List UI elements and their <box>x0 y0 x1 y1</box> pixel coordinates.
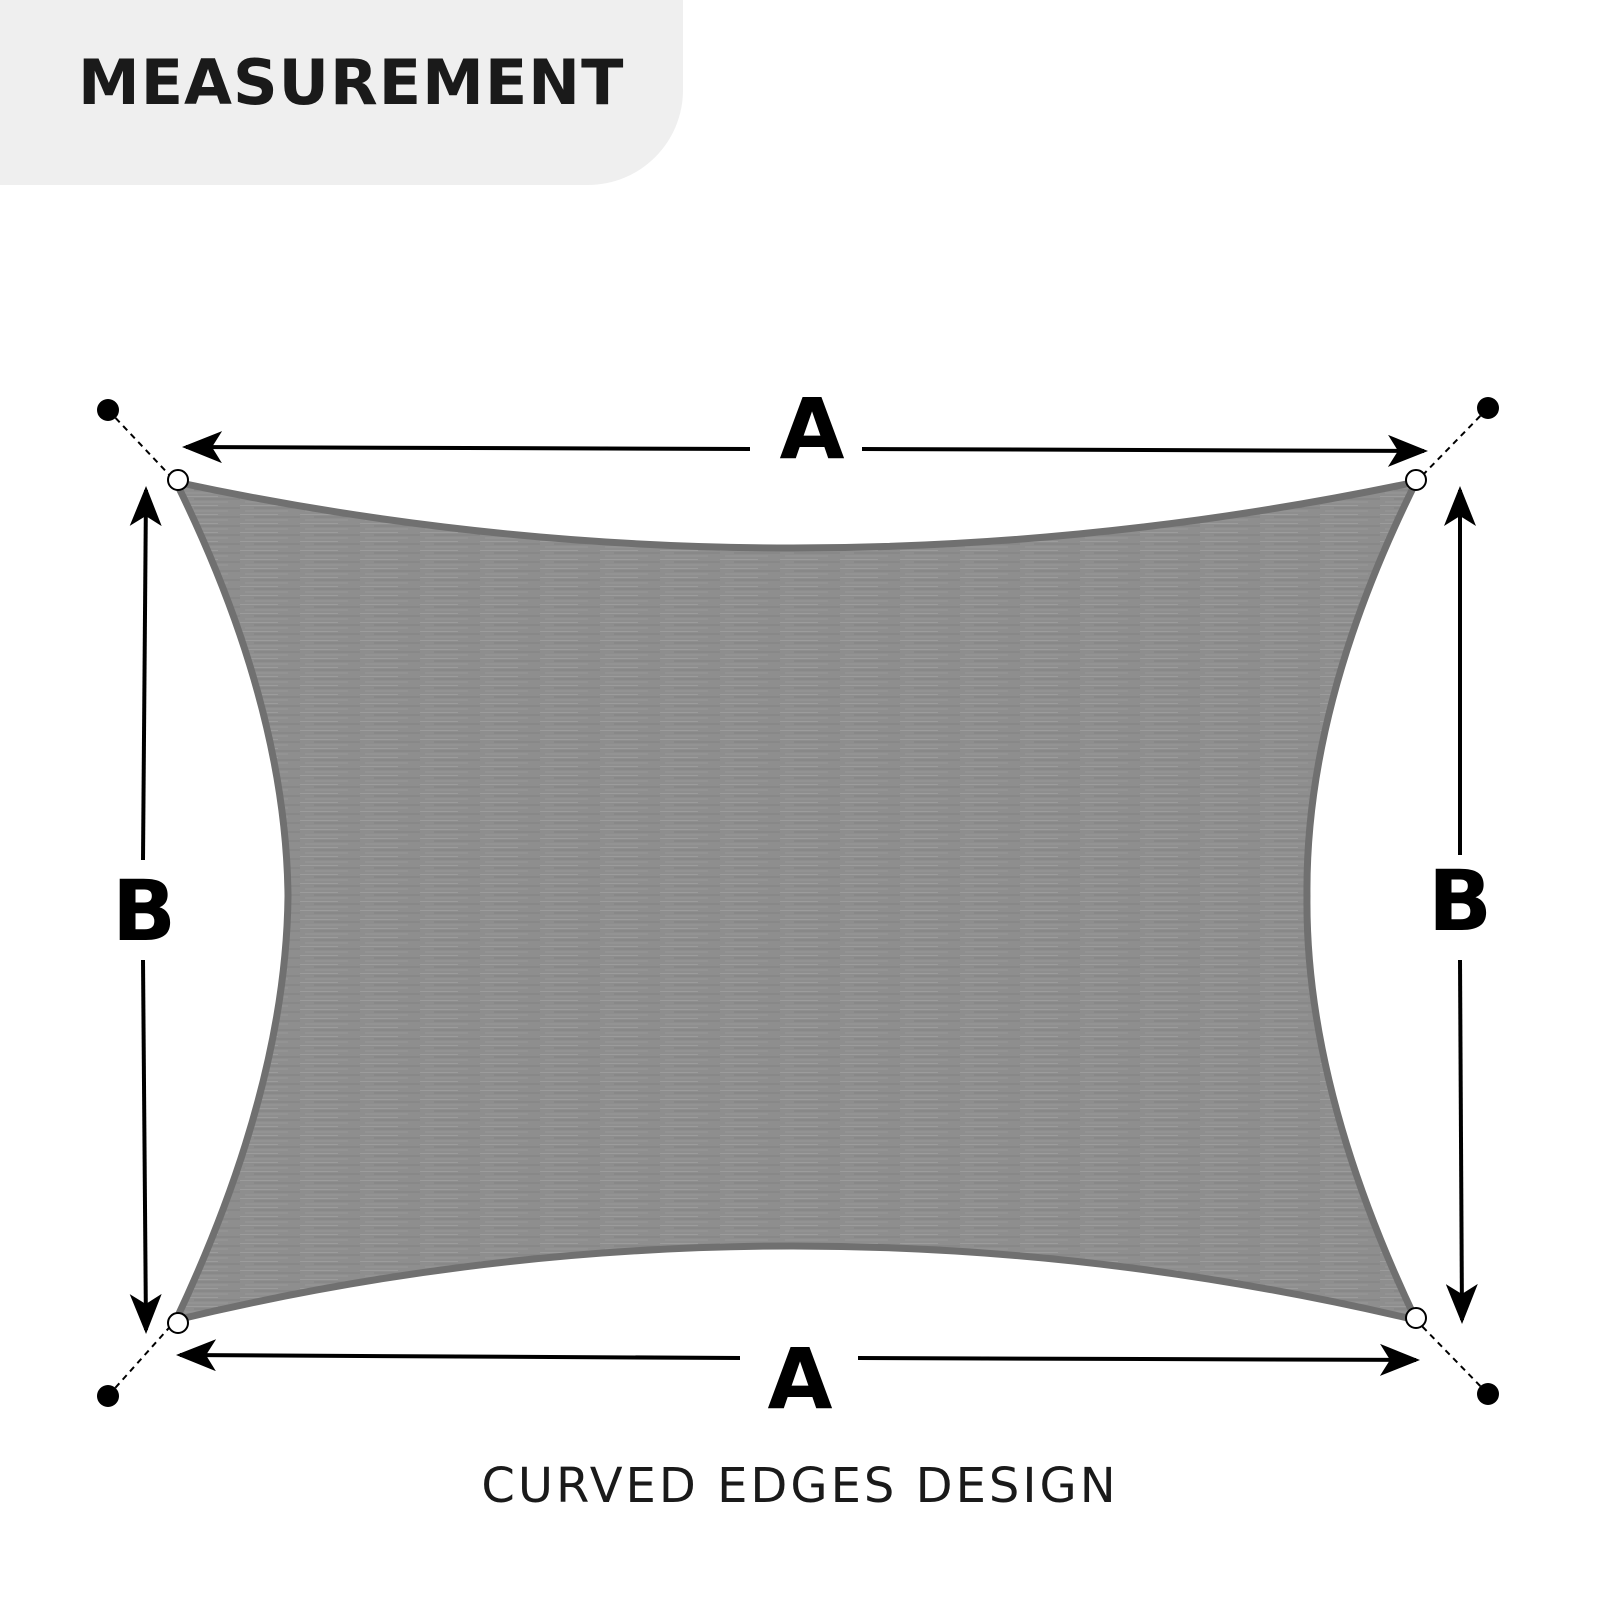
top-dimension-label: A <box>779 380 844 478</box>
anchor-line-bottom-left <box>107 1319 177 1397</box>
bottom-dimension-arrow-right <box>857 1343 1420 1376</box>
anchor-point-bottom-right <box>1477 1383 1499 1405</box>
anchor-line-bottom-right <box>1415 1319 1489 1395</box>
shade-sail <box>172 478 1420 1324</box>
bottom-dimension-label: A <box>767 1330 832 1428</box>
d-ring-bottom-left <box>167 1312 189 1334</box>
anchor-point-bottom-left <box>97 1385 119 1407</box>
top-dimension-arrow-left <box>182 431 751 464</box>
right-dimension-arrow-bottom <box>1445 959 1478 1324</box>
anchor-line-top-left <box>107 409 177 483</box>
page-title: MEASUREMENT <box>78 46 625 119</box>
d-ring-top-right <box>1405 469 1427 491</box>
header-banner: MEASUREMENT <box>0 0 683 185</box>
left-dimension-arrow-top <box>129 486 162 861</box>
d-ring-top-left <box>167 469 189 491</box>
caption: CURVED EDGES DESIGN <box>481 1458 1119 1514</box>
left-dimension-label: B <box>112 862 176 960</box>
d-ring-bottom-right <box>1405 1307 1427 1329</box>
left-dimension-arrow-bottom <box>129 959 162 1334</box>
top-dimension-arrow-right <box>861 434 1428 467</box>
right-dimension-label: B <box>1428 852 1492 950</box>
anchor-line-top-right <box>1415 407 1489 483</box>
anchor-point-top-left <box>97 399 119 421</box>
bottom-dimension-arrow-left <box>176 1339 741 1372</box>
anchor-point-top-right <box>1477 397 1499 419</box>
